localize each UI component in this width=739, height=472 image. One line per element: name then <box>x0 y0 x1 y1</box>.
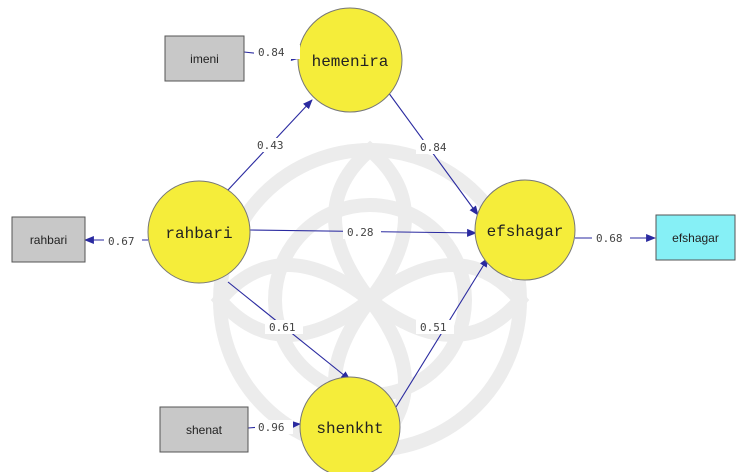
coef-hemenira-efshagar: 0.84 <box>420 141 447 154</box>
latent-hemenira: hemenira <box>297 7 403 113</box>
observed-imeni: imeni <box>164 35 245 82</box>
coef-imeni-hemenira: 0.84 <box>258 46 285 59</box>
efshagar-obs-label: efshagar <box>672 231 719 245</box>
latent-shenkht: shenkht <box>299 376 401 472</box>
efshagar-circle <box>474 179 576 281</box>
shenat-box <box>159 406 249 453</box>
coef-hemenira-efshagar-bg <box>416 140 454 154</box>
coef-shenat-shenkht: 0.96 <box>258 421 285 434</box>
imeni-label: imeni <box>190 52 219 66</box>
coef-rahbari-efshagar: 0.28 <box>347 226 374 239</box>
coef-rahbari-shenkht: 0.61 <box>269 321 296 334</box>
shenat-label: shenat <box>186 423 223 437</box>
coef-shenkht-efshagar-bg <box>416 320 454 334</box>
coefficients: 0.84 0.67 0.96 0.68 0.43 0.28 0.61 0.84 … <box>104 45 630 434</box>
latent-efshagar: efshagar <box>474 179 576 281</box>
rahbari-circle <box>147 180 251 284</box>
rahbari-box <box>11 216 86 263</box>
coef-shenkht-efshagar: 0.51 <box>420 321 447 334</box>
hemenira-label: hemenira <box>312 53 389 71</box>
observed-rahbari: rahbari <box>11 216 86 263</box>
observed-shenat: shenat <box>159 406 249 453</box>
coef-rahbari-hemenira: 0.43 <box>257 139 284 152</box>
coef-rahbari-obs-bg <box>104 234 142 248</box>
coef-efshagar-obs-bg <box>592 231 630 245</box>
shenkht-label: shenkht <box>316 420 383 438</box>
coef-rahbari-shenkht-bg <box>265 320 303 334</box>
coef-efshagar-obs: 0.68 <box>596 232 623 245</box>
rahbari-obs-label: rahbari <box>30 233 67 247</box>
observed-efshagar: efshagar <box>655 214 736 261</box>
hemenira-circle <box>297 7 403 113</box>
coef-rahbari-hemenira-bg <box>253 138 291 152</box>
shenkht-circle <box>299 376 401 472</box>
coef-imeni-bg <box>254 45 300 59</box>
efshagar-box <box>655 214 736 261</box>
imeni-box <box>164 35 245 82</box>
coef-shenat-bg <box>255 420 293 434</box>
coef-rahbari-obs: 0.67 <box>108 235 135 248</box>
rahbari-label: rahbari <box>165 225 232 243</box>
latent-rahbari: rahbari <box>147 180 251 284</box>
coef-rahbari-efshagar-bg <box>343 225 381 239</box>
efshagar-label: efshagar <box>487 223 564 241</box>
